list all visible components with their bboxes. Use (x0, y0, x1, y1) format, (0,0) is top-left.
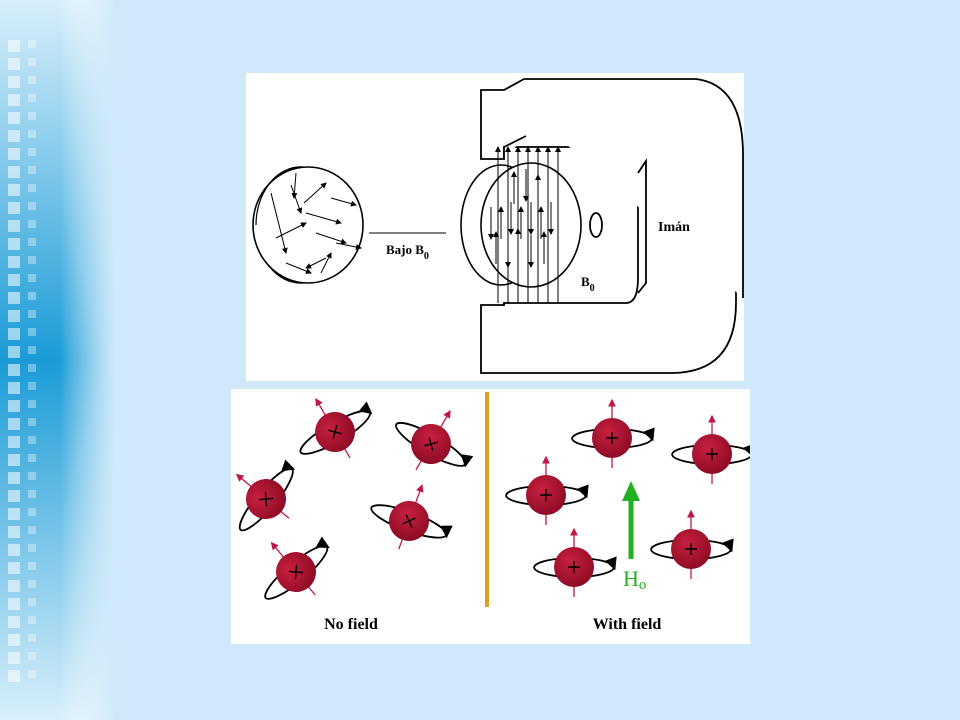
nuclear-spin (235, 459, 296, 532)
nuclear-spin (505, 455, 589, 525)
field-arrow (622, 481, 640, 559)
magnet-diagram: Bajo B0 Imán B0 (252, 78, 744, 374)
decorative-squares (8, 40, 36, 682)
nuclear-spin (571, 398, 655, 468)
magnet-diagram-panel: Bajo B0 Imán B0 (246, 73, 744, 381)
label-no-field: No field (324, 616, 378, 633)
sample-disc-no-field (252, 166, 364, 284)
nuclear-spin (370, 484, 453, 550)
label-under-field: Bajo B0 (386, 242, 429, 262)
nuclear-spin (533, 527, 617, 597)
spin-diagram-panel: Ho No field With field (231, 389, 755, 644)
spin-diagram: Ho No field With field (235, 392, 755, 633)
label-field-ho: Ho (623, 566, 646, 593)
nuclear-spin (395, 409, 474, 471)
aligned-spin-arrows (488, 169, 554, 268)
nuclear-spin (650, 509, 734, 579)
label-magnet: Imán (658, 220, 690, 235)
nuclear-spin (299, 397, 373, 459)
random-spin-arrows (270, 172, 362, 274)
nuclear-spin (671, 414, 755, 484)
label-field-b0: B0 (581, 274, 595, 294)
label-with-field: With field (593, 616, 662, 633)
field-lines (495, 146, 561, 303)
nuclear-spin (264, 536, 330, 600)
magnet (480, 78, 744, 374)
